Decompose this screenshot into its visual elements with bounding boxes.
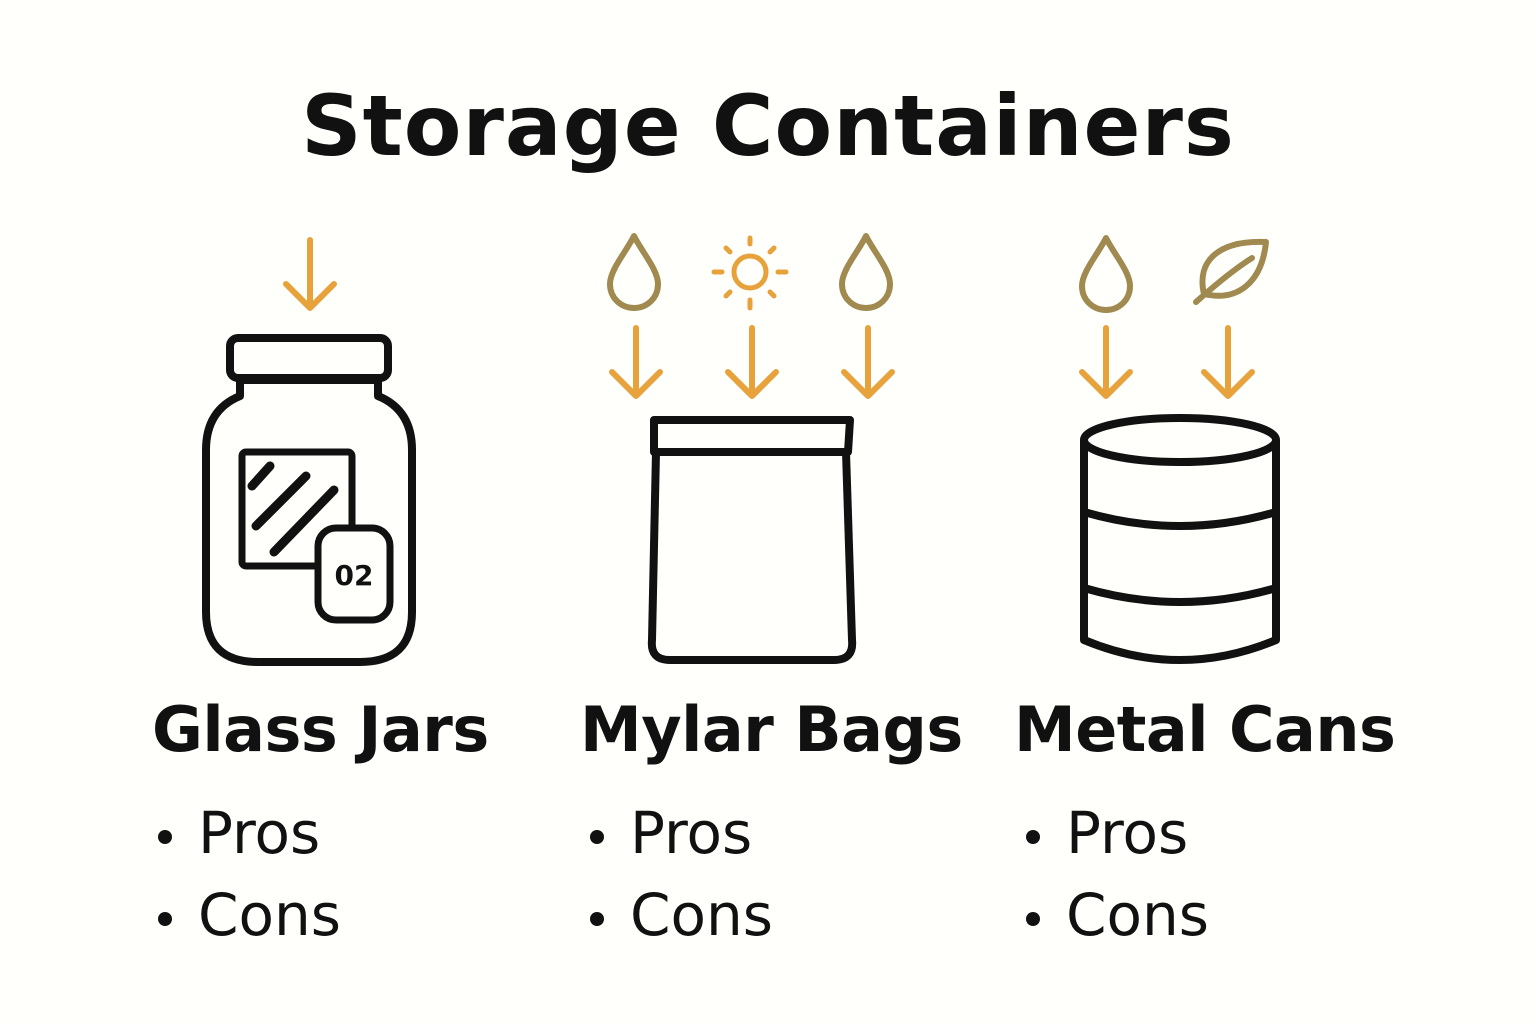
page-title: Storage Containers xyxy=(301,77,1235,175)
bullet-text: Pros xyxy=(198,799,321,867)
water-drop-icon xyxy=(1082,238,1130,310)
list-item: Pros xyxy=(1022,792,1209,874)
down-arrow-icon xyxy=(728,328,776,396)
bullet-dot-icon xyxy=(158,830,172,844)
jar-badge-label: 02 xyxy=(335,559,374,592)
bullet-text: Pros xyxy=(1066,799,1189,867)
down-arrow-icon xyxy=(844,328,892,396)
bullet-text: Cons xyxy=(630,881,773,949)
bullet-text: Pros xyxy=(630,799,753,867)
glass-jars-bullet-list: Pros Cons xyxy=(154,792,341,956)
mylar-bags-bullet-list: Pros Cons xyxy=(586,792,773,956)
bullet-dot-icon xyxy=(590,912,604,926)
down-arrow-icon xyxy=(286,240,334,308)
down-arrow-icon xyxy=(1204,328,1252,396)
list-item: Cons xyxy=(154,874,341,956)
bullet-dot-icon xyxy=(590,830,604,844)
mylar-bags-label: Mylar Bags xyxy=(580,693,963,766)
glass-jar-icon xyxy=(202,334,416,666)
list-item: Pros xyxy=(586,792,773,874)
list-item: Pros xyxy=(154,792,341,874)
bullet-dot-icon xyxy=(1026,830,1040,844)
bullet-text: Cons xyxy=(1066,881,1209,949)
sun-icon xyxy=(711,235,789,311)
down-arrow-icon xyxy=(612,328,660,396)
bullet-dot-icon xyxy=(1026,912,1040,926)
bullet-text: Cons xyxy=(198,881,341,949)
metal-cans-bullet-list: Pros Cons xyxy=(1022,792,1209,956)
list-item: Cons xyxy=(586,874,773,956)
water-drop-icon xyxy=(610,236,658,308)
list-item: Cons xyxy=(1022,874,1209,956)
mylar-bag-icon xyxy=(647,416,857,664)
bullet-dot-icon xyxy=(158,912,172,926)
water-drop-icon xyxy=(842,236,890,308)
down-arrow-icon xyxy=(1082,328,1130,396)
metal-cans-label: Metal Cans xyxy=(1014,693,1396,766)
glass-jars-label: Glass Jars xyxy=(152,693,489,766)
metal-can-icon xyxy=(1080,414,1280,664)
leaf-icon xyxy=(1193,238,1269,305)
